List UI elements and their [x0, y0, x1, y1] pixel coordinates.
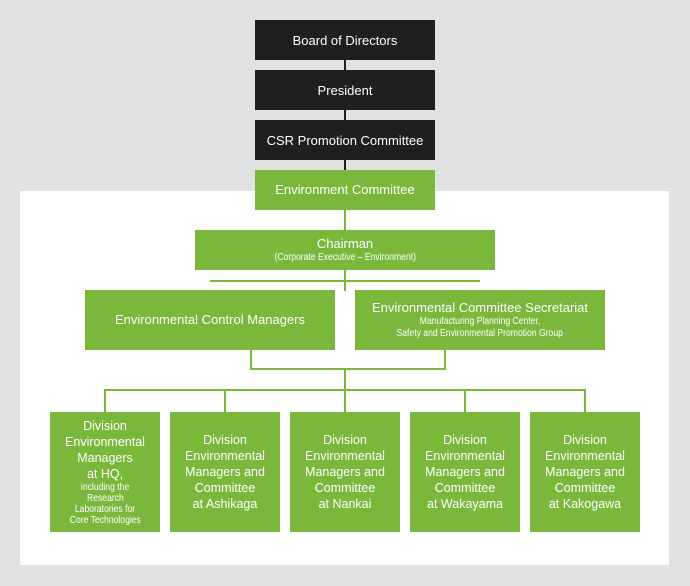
- division-note-line: including the: [80, 482, 130, 493]
- division-line: Managers and: [425, 465, 505, 479]
- connector-division-3: [344, 389, 346, 413]
- secretariat-title: Environmental Committee Secretariat: [371, 300, 589, 315]
- division-line: Environmental: [65, 435, 145, 449]
- division-line: at Kakogawa: [548, 497, 622, 511]
- division-line: Environmental: [185, 449, 265, 463]
- connector-secretariat-down: [444, 349, 446, 369]
- connector-env-chairman: [344, 209, 346, 231]
- division-line: Environmental: [305, 449, 385, 463]
- division-line: at HQ,: [86, 467, 124, 481]
- division-box-wakayama: Division Environmental Managers and Comm…: [410, 412, 520, 532]
- chairman-subtitle: (Corporate Executive – Environment): [274, 252, 416, 263]
- division-line: Division: [83, 419, 127, 433]
- division-box-nankai: Division Environmental Managers and Comm…: [290, 412, 400, 532]
- division-box-hq: Division Environmental Managers at HQ, i…: [50, 412, 160, 532]
- csr-promotion-committee-box: CSR Promotion Committee: [255, 120, 435, 160]
- division-note-line: Core Technologies: [69, 515, 141, 526]
- environmental-control-managers-box: Environmental Control Managers: [85, 290, 335, 350]
- committee-secretariat-box: Environmental Committee Secretariat Manu…: [355, 290, 605, 350]
- connector-division-2: [224, 389, 226, 413]
- president-box: President: [255, 70, 435, 110]
- secretariat-line-2: Safety and Environmental Promotion Group: [396, 328, 564, 339]
- connector-division-4: [464, 389, 466, 413]
- division-note-line: Laboratories for: [74, 504, 136, 515]
- division-line: Managers: [77, 451, 133, 465]
- connector-to-divisions: [344, 368, 346, 390]
- division-line: Division: [203, 433, 247, 447]
- division-note-line: Research: [86, 493, 124, 504]
- division-line: Committee: [554, 481, 616, 495]
- connector-board-president: [344, 59, 346, 71]
- environmental-control-managers-label: Environmental Control Managers: [114, 312, 306, 327]
- division-line: Division: [443, 433, 487, 447]
- division-line: at Wakayama: [427, 497, 503, 511]
- connector-president-csr: [344, 109, 346, 121]
- connector-division-1: [104, 389, 106, 413]
- environment-committee-box: Environment Committee: [255, 170, 435, 210]
- division-line: Committee: [434, 481, 496, 495]
- division-line: Committee: [194, 481, 256, 495]
- division-line: Committee: [314, 481, 376, 495]
- chairman-title: Chairman: [316, 236, 374, 251]
- division-line: Managers and: [185, 465, 265, 479]
- division-line: Environmental: [425, 449, 505, 463]
- division-line: at Ashikaga: [192, 497, 258, 511]
- connector-csr-env: [344, 159, 346, 171]
- connector-control-down: [250, 349, 252, 369]
- division-line: Division: [323, 433, 367, 447]
- connector-managers-hbar: [210, 280, 480, 282]
- connector-division-5: [584, 389, 586, 413]
- division-box-kakogawa: Division Environmental Managers and Comm…: [530, 412, 640, 532]
- board-of-directors-label: Board of Directors: [292, 32, 398, 48]
- division-line: Environmental: [545, 449, 625, 463]
- secretariat-line-1: Manufacturing Planning Center,: [419, 316, 541, 327]
- president-label: President: [317, 82, 373, 98]
- division-line: Managers and: [545, 465, 625, 479]
- division-line: at Nankai: [318, 497, 372, 511]
- board-of-directors-box: Board of Directors: [255, 20, 435, 60]
- chairman-box: Chairman (Corporate Executive – Environm…: [195, 230, 495, 270]
- division-line: Division: [563, 433, 607, 447]
- environment-committee-label: Environment Committee: [275, 182, 415, 197]
- connector-managers-join: [250, 368, 446, 370]
- csr-promotion-committee-label: CSR Promotion Committee: [266, 132, 424, 148]
- division-line: Managers and: [305, 465, 385, 479]
- division-box-ashikaga: Division Environmental Managers and Comm…: [170, 412, 280, 532]
